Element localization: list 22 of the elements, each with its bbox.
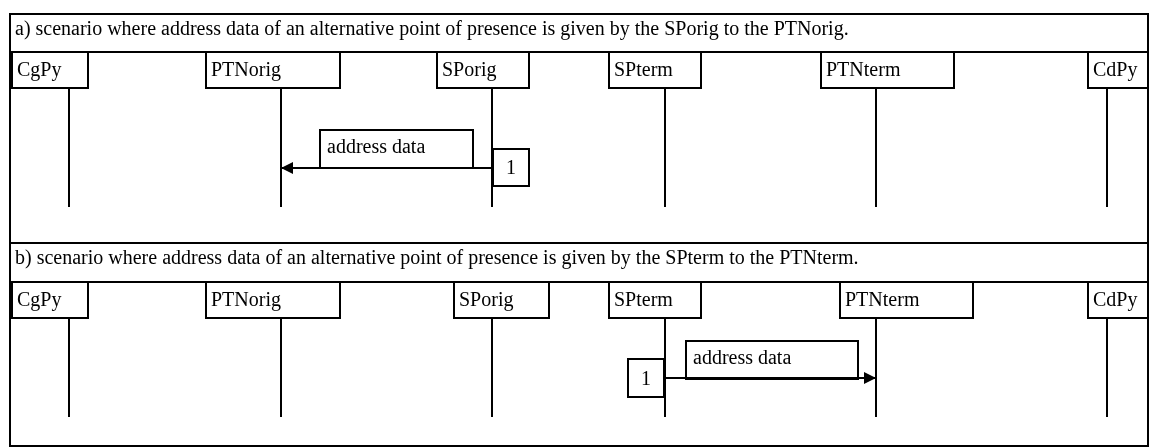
- lifeline-head: SPterm: [608, 281, 702, 319]
- edge-label: address data: [326, 134, 427, 159]
- edge-label: address data: [692, 345, 793, 370]
- scenario-panel: [9, 13, 1149, 244]
- lifeline-head: CgPy: [11, 51, 89, 89]
- lifeline-head: PTNterm: [820, 51, 955, 89]
- lifeline-head: PTNorig: [205, 281, 341, 319]
- lifeline-head: SPterm: [608, 51, 702, 89]
- scenario-panel: [9, 242, 1149, 447]
- panel-heading: a) scenario where address data of an alternative point of presence is given by the SPorig to the PTNorig.: [15, 17, 849, 40]
- lifeline-head: SPorig: [453, 281, 550, 319]
- lifeline-head: SPorig: [436, 51, 530, 89]
- lifeline-head: CgPy: [11, 281, 89, 319]
- lifeline-head: CdPy: [1087, 51, 1149, 89]
- lifeline-head: PTNterm: [839, 281, 974, 319]
- message-arrow: [664, 340, 877, 384]
- lifeline-head: CdPy: [1087, 281, 1149, 319]
- panel-heading: b) scenario where address data of an alternative point of presence is given by the SPterm to the PTNterm.: [15, 246, 859, 269]
- step-number: 1: [627, 358, 665, 398]
- message-arrow: [280, 129, 493, 174]
- lifeline-head: PTNorig: [205, 51, 341, 89]
- step-number: 1: [492, 148, 530, 187]
